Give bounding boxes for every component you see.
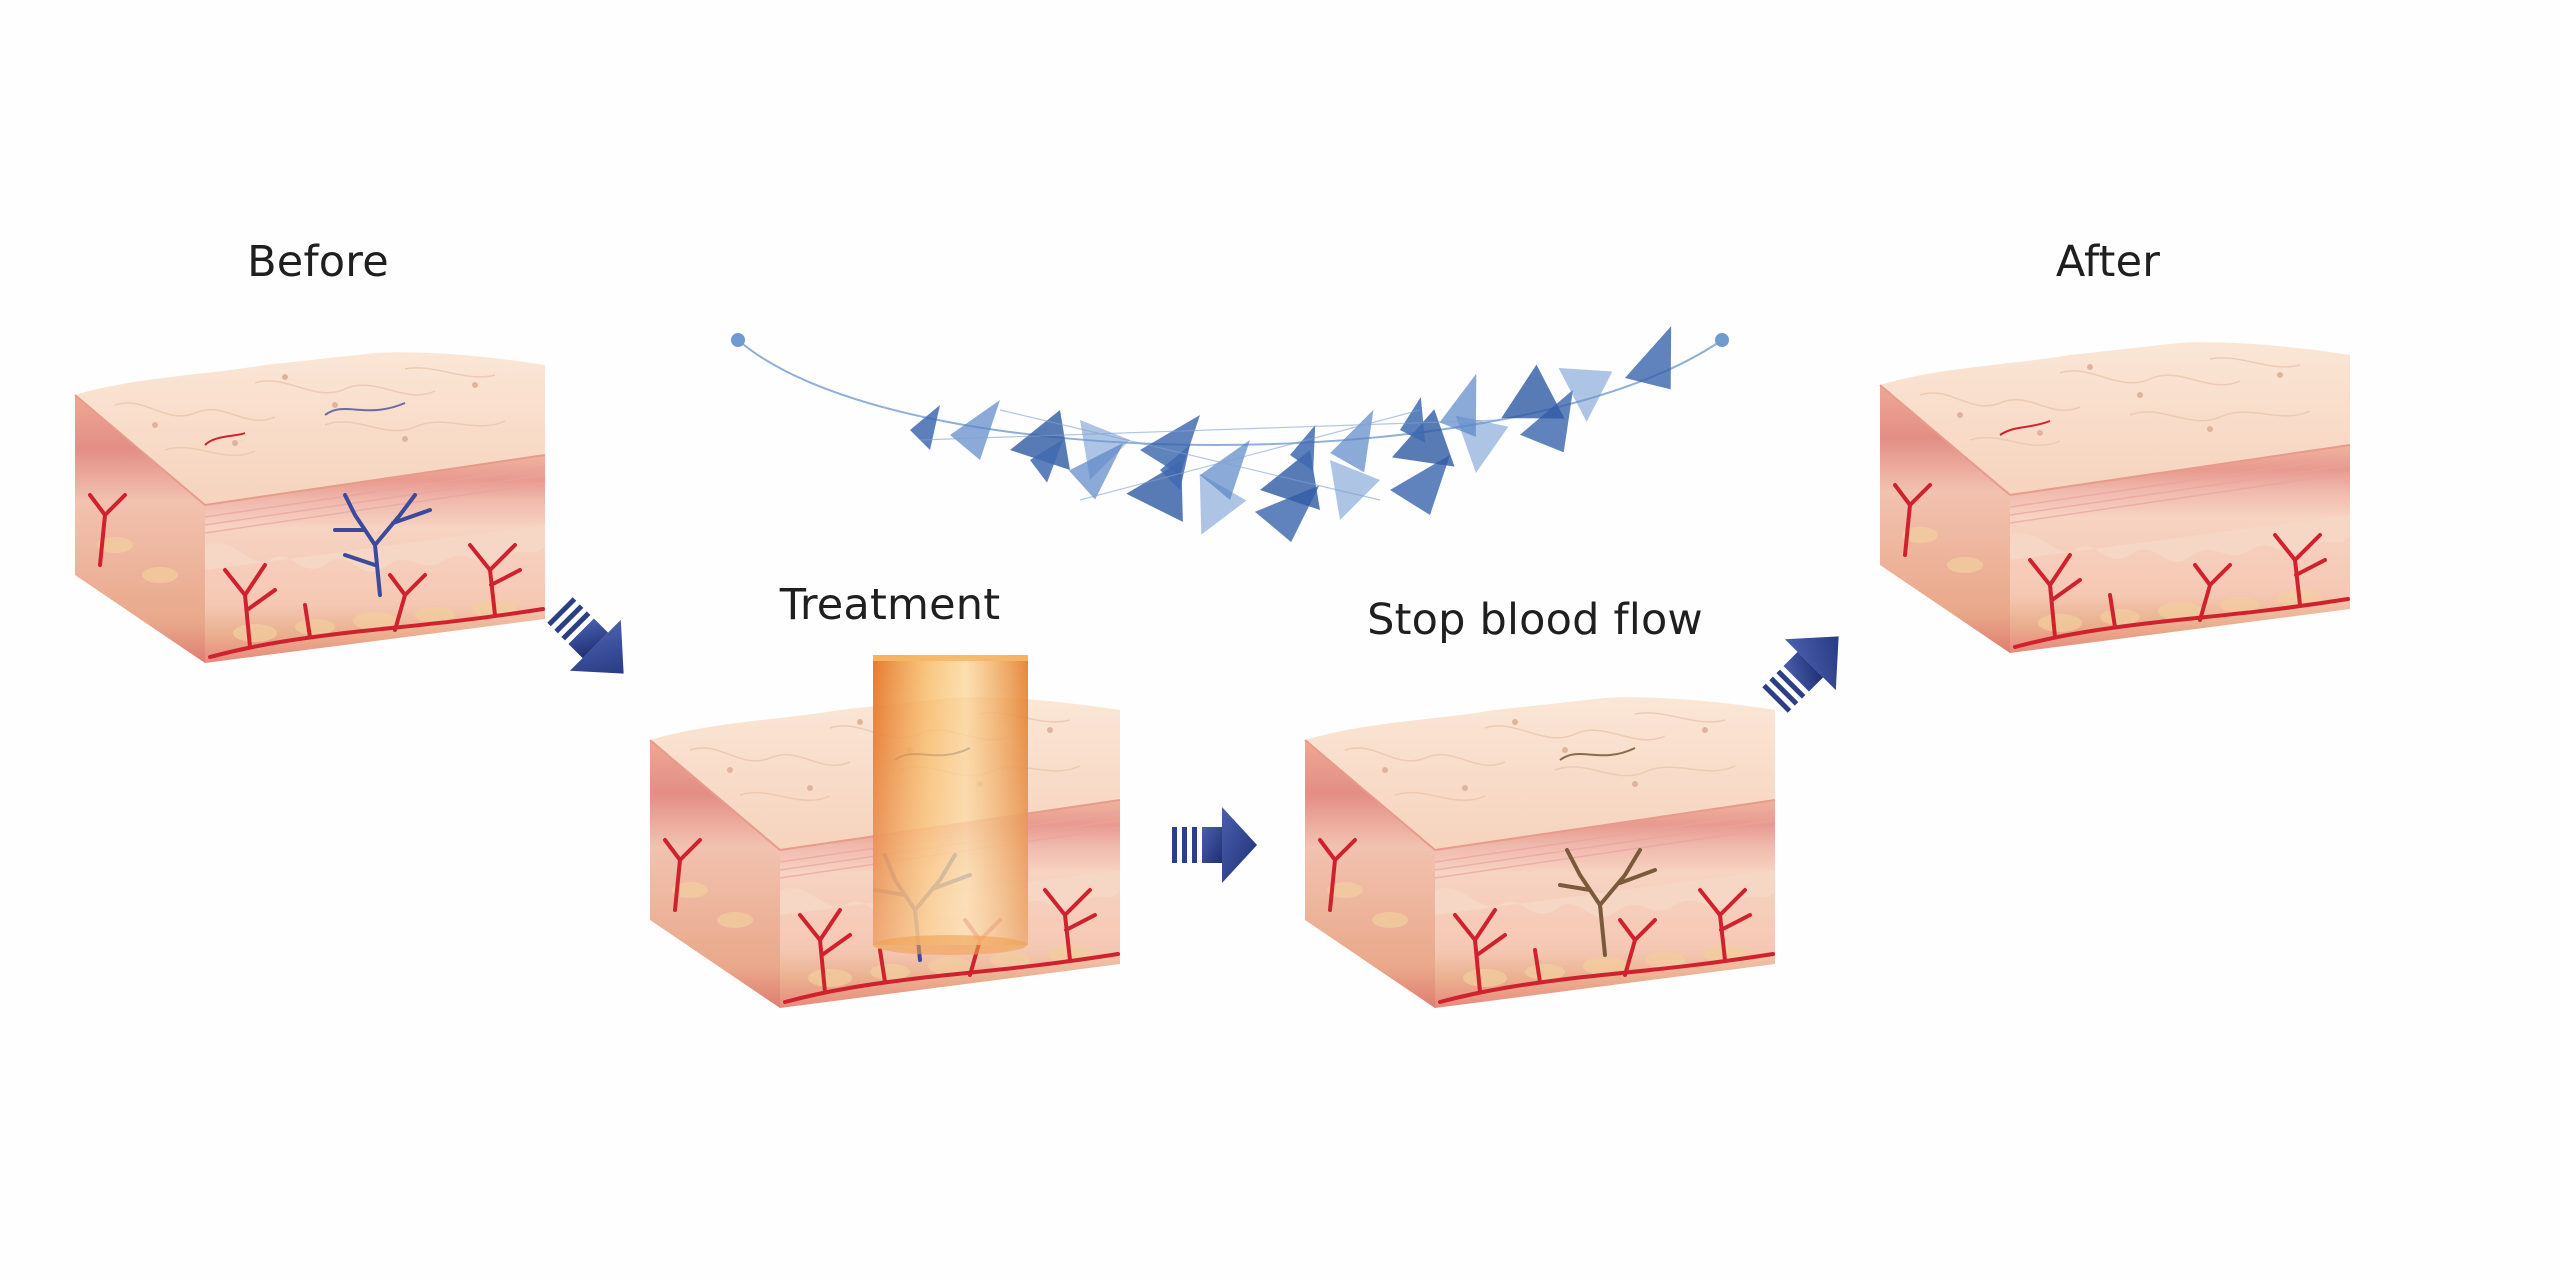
skin-block-after (1879, 341, 2351, 654)
arrow-stop-to-after (1762, 636, 1839, 713)
arrow-treatment-to-stop (1172, 807, 1257, 883)
skin-block-stop-blood-flow (1304, 696, 1776, 1009)
arrow-before-to-treatment (547, 597, 624, 674)
label-before: Before (247, 237, 389, 287)
label-after: After (2055, 237, 2161, 287)
skin-block-before (74, 351, 546, 664)
laser-beam (873, 655, 1028, 955)
crystal-cluster (910, 311, 1692, 550)
label-stop-blood-flow: Stop blood flow (1367, 595, 1703, 645)
label-treatment: Treatment (779, 580, 1001, 630)
